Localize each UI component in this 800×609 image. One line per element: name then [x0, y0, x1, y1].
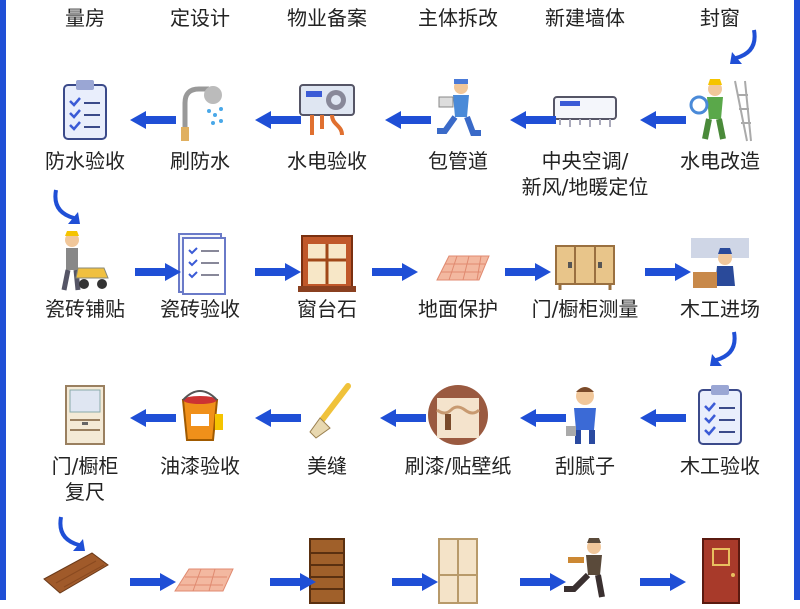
flow-arrow-left-r1-3: [510, 110, 556, 130]
step-label-r1-5: 水电改造: [680, 149, 760, 173]
flow-arrow-left-r1-2: [385, 110, 431, 130]
flow-arrow-left-r3-4: [640, 408, 686, 428]
step-label-r0-0: 量房: [65, 6, 105, 30]
flow-arrow-right-r4-2: [392, 572, 438, 592]
checklist-icon: [165, 228, 235, 298]
wardrobe-icon: [423, 535, 493, 605]
flow-arrow-left-r1-0: [130, 110, 176, 130]
step-label-r2-0: 瓷砖铺贴: [45, 297, 125, 321]
step-label-r3-2: 美缝: [307, 454, 347, 478]
right-border: [794, 0, 800, 600]
step-label-r2-2: 窗台石: [297, 297, 357, 321]
electrician-icon: [685, 75, 755, 145]
flow-turn-arrow-3: [58, 516, 85, 551]
tiler-icon: [50, 228, 120, 298]
flow-arrow-right-r4-4: [640, 572, 686, 592]
clipboard-icon: [50, 75, 120, 145]
step-label-r2-3: 地面保护: [418, 297, 498, 321]
carpenter-icon: [685, 228, 755, 298]
step-label-r1-3: 包管道: [428, 149, 488, 173]
air-conditioner-icon: [550, 75, 620, 145]
step-label-r1-1: 刷防水: [170, 149, 230, 173]
flow-arrow-right-r2-2: [372, 262, 418, 282]
step-label-r3-0: 门/橱柜复尺: [51, 454, 119, 504]
wood-board-icon: [40, 535, 110, 605]
step-label-r2-1: 瓷砖验收: [160, 297, 240, 321]
flow-arrow-left-r3-2: [380, 408, 426, 428]
step-label-r3-4: 刮腻子: [555, 454, 615, 478]
flow-arrow-right-r2-1: [255, 262, 301, 282]
flow-arrow-left-r3-0: [130, 408, 176, 428]
door-icon: [685, 535, 755, 605]
floor-mat-icon: [165, 535, 235, 605]
step-label-r0-3: 主体拆改: [418, 6, 498, 30]
step-label-r0-1: 定设计: [170, 6, 230, 30]
flow-turn-arrow-2: [710, 331, 737, 366]
flow-arrow-right-r2-0: [135, 262, 181, 282]
flow-arrow-right-r4-0: [130, 572, 176, 592]
step-label-r3-3: 刷漆/贴壁纸: [404, 454, 512, 478]
flow-arrow-right-r4-3: [520, 572, 566, 592]
plumber-icon: [423, 75, 493, 145]
flow-turn-arrow-0: [730, 29, 757, 64]
step-label-r3-5: 木工验收: [680, 454, 760, 478]
cabinet-door-icon: [50, 380, 120, 450]
flow-arrow-left-r1-1: [255, 110, 301, 130]
step-label-r2-5: 木工进场: [680, 297, 760, 321]
step-label-r1-2: 水电验收: [287, 149, 367, 173]
water-heater-icon: [292, 75, 362, 145]
shower-icon: [165, 75, 235, 145]
flow-arrow-left-r1-4: [640, 110, 686, 130]
flow-arrow-right-r4-1: [270, 572, 316, 592]
shelf-icon: [292, 535, 362, 605]
step-label-r1-4: 中央空调/新风/地暖定位: [521, 149, 649, 199]
step-label-r0-5: 封窗: [700, 6, 740, 30]
left-border: [0, 0, 6, 600]
clipboard-icon: [685, 380, 755, 450]
step-label-r2-4: 门/橱柜测量: [531, 297, 639, 321]
flow-turn-arrow-1: [53, 189, 80, 224]
wall-paint-icon: [423, 380, 493, 450]
step-label-r1-0: 防水验收: [45, 149, 125, 173]
flow-arrow-left-r3-1: [255, 408, 301, 428]
floor-protection-icon: [423, 228, 493, 298]
window-sill-icon: [292, 228, 362, 298]
step-label-r0-4: 新建墙体: [545, 6, 625, 30]
step-label-r0-2: 物业备案: [287, 6, 367, 30]
cabinet-icon: [550, 228, 620, 298]
paint-bucket-icon: [165, 380, 235, 450]
kneeling-worker-icon: [550, 535, 620, 605]
flow-arrow-right-r2-4: [645, 262, 691, 282]
flow-arrow-right-r2-3: [505, 262, 551, 282]
flow-arrow-left-r3-3: [520, 408, 566, 428]
worker-icon: [550, 380, 620, 450]
step-label-r3-1: 油漆验收: [160, 454, 240, 478]
brush-icon: [292, 380, 362, 450]
